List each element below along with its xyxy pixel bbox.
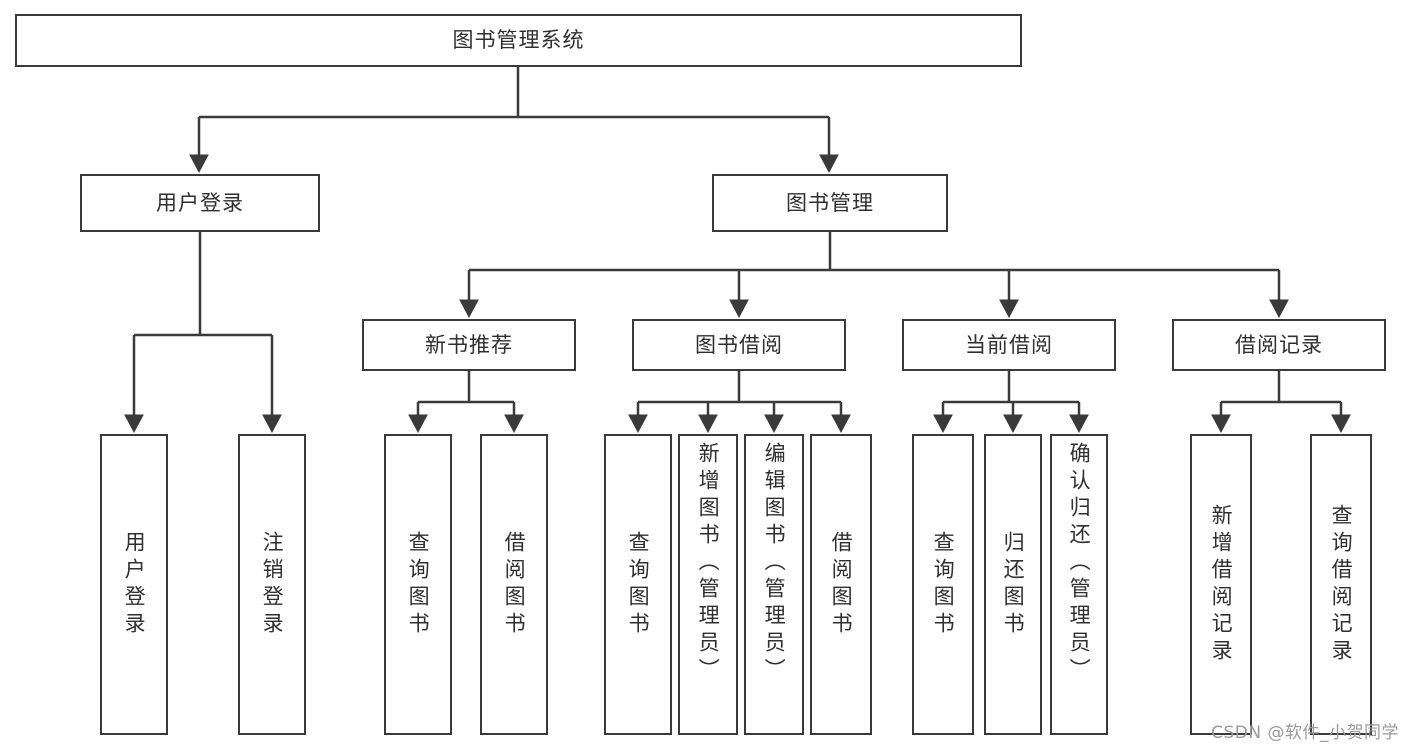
node-new-book-recommend[interactable]: 新书推荐 xyxy=(362,319,576,371)
edge-new-book-recommend-to-leaves xyxy=(408,371,524,433)
node-leaf-query-book-3[interactable]: 查询图书 xyxy=(912,434,974,735)
node-leaf-query-borrow-record-label: 查询借阅记录 xyxy=(1329,503,1354,666)
node-leaf-add-book-admin-label: 新增图书（管理员） xyxy=(696,442,721,685)
node-leaf-confirm-return-admin[interactable]: 确认归还（管理员） xyxy=(1050,434,1108,735)
edge-book-borrow-to-leaves xyxy=(628,371,851,433)
node-book-manage-label: 图书管理 xyxy=(786,190,874,215)
node-leaf-borrow-book-1-label: 借阅图书 xyxy=(502,530,527,639)
node-new-book-recommend-label: 新书推荐 xyxy=(425,332,513,357)
node-leaf-add-borrow-record[interactable]: 新增借阅记录 xyxy=(1190,434,1252,735)
edge-current-borrow-to-leaves xyxy=(933,371,1089,433)
node-leaf-query-book-2-label: 查询图书 xyxy=(626,530,651,639)
node-leaf-user-login[interactable]: 用户登录 xyxy=(100,434,168,735)
node-leaf-user-logout[interactable]: 注销登录 xyxy=(238,434,306,735)
node-book-manage[interactable]: 图书管理 xyxy=(712,174,948,232)
watermark-text: CSDN @软件_小贺同学 xyxy=(1211,723,1399,743)
node-leaf-borrow-book-2[interactable]: 借阅图书 xyxy=(810,434,872,735)
node-leaf-add-book-admin[interactable]: 新增图书（管理员） xyxy=(678,434,738,735)
node-user-login-label: 用户登录 xyxy=(156,190,244,215)
node-book-borrow-label: 图书借阅 xyxy=(695,332,783,357)
edge-root-to-level2 xyxy=(189,67,839,173)
node-leaf-return-book[interactable]: 归还图书 xyxy=(984,434,1042,735)
node-borrow-record[interactable]: 借阅记录 xyxy=(1172,319,1386,371)
node-leaf-edit-book-admin-label: 编辑图书（管理员） xyxy=(762,442,787,685)
edge-borrow-record-to-leaves xyxy=(1211,371,1351,433)
node-leaf-user-logout-label: 注销登录 xyxy=(260,530,285,639)
node-leaf-edit-book-admin[interactable]: 编辑图书（管理员） xyxy=(744,434,804,735)
node-root-system[interactable]: 图书管理系统 xyxy=(15,14,1022,67)
node-leaf-confirm-return-admin-label: 确认归还（管理员） xyxy=(1067,442,1092,685)
node-leaf-user-login-label: 用户登录 xyxy=(122,530,147,639)
edge-user-login-to-leaves xyxy=(124,232,282,433)
node-leaf-borrow-book-2-label: 借阅图书 xyxy=(829,530,854,639)
node-leaf-query-book-3-label: 查询图书 xyxy=(931,530,956,639)
node-current-borrow-label: 当前借阅 xyxy=(965,332,1053,357)
node-leaf-query-book-2[interactable]: 查询图书 xyxy=(604,434,672,735)
node-book-borrow[interactable]: 图书借阅 xyxy=(632,319,846,371)
node-leaf-return-book-label: 归还图书 xyxy=(1001,530,1026,639)
edge-book-manage-to-level3 xyxy=(459,232,1289,318)
node-leaf-borrow-book-1[interactable]: 借阅图书 xyxy=(480,434,548,735)
node-leaf-query-borrow-record[interactable]: 查询借阅记录 xyxy=(1310,434,1372,735)
node-user-login[interactable]: 用户登录 xyxy=(80,174,320,232)
node-leaf-add-borrow-record-label: 新增借阅记录 xyxy=(1209,503,1234,666)
node-borrow-record-label: 借阅记录 xyxy=(1235,332,1323,357)
node-current-borrow[interactable]: 当前借阅 xyxy=(902,319,1116,371)
node-leaf-query-book-1[interactable]: 查询图书 xyxy=(384,434,452,735)
node-leaf-query-book-1-label: 查询图书 xyxy=(406,530,431,639)
node-root-label: 图书管理系统 xyxy=(452,28,585,53)
